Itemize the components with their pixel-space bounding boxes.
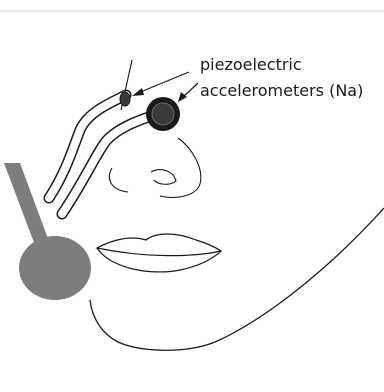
upper-lip <box>97 234 221 256</box>
pointer-arrow-2 <box>183 83 198 97</box>
label-accelerometers: accelerometers (Na) <box>200 81 363 100</box>
face-outline <box>90 208 384 350</box>
pointer-arrowhead-1 <box>132 88 144 96</box>
nose-wing <box>109 168 128 192</box>
electrode-lead <box>4 163 50 248</box>
pointer-arrow-1 <box>138 72 189 93</box>
pointer-arrowhead-2 <box>178 92 187 102</box>
accelerometer-large-inner <box>152 103 174 125</box>
nose-outline <box>160 138 201 198</box>
accelerometer-small <box>120 92 130 106</box>
label-piezoelectric: piezoelectric <box>200 55 302 74</box>
nostril <box>151 170 176 185</box>
electrode-disc <box>19 236 91 300</box>
